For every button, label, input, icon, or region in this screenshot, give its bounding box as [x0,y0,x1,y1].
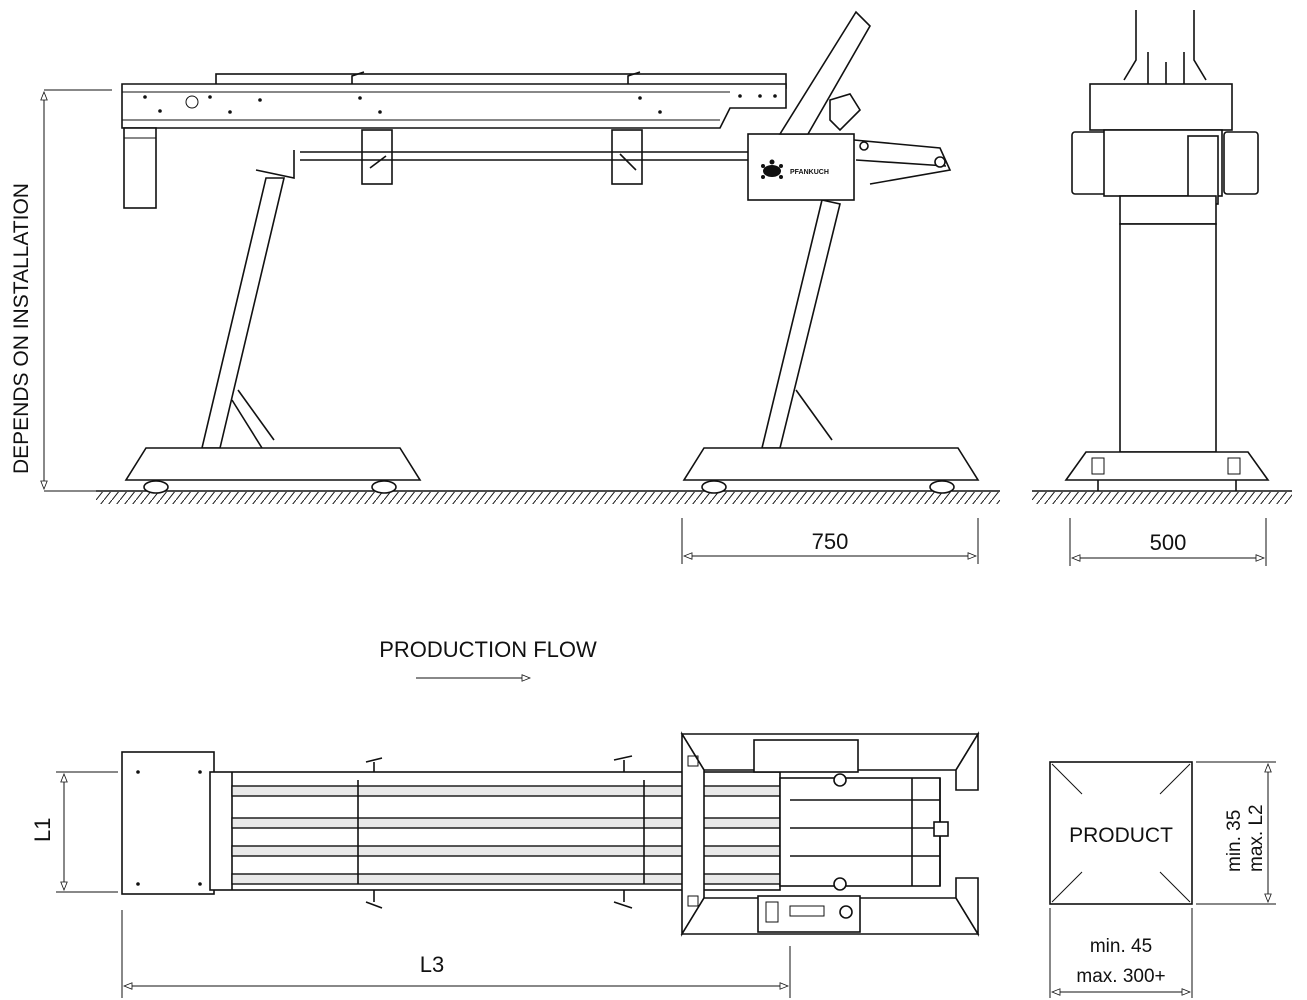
l3-label: L3 [420,952,444,977]
base-width-label: 500 [1150,530,1187,555]
base-depth-dimension: 750 [681,518,979,564]
top-view [121,731,980,937]
product-max-width-label: max. 300+ [1076,966,1165,987]
side-view: PFANKUCH [96,10,1000,504]
height-dimension: DEPENDS ON INSTALLATION [10,89,112,492]
base-width-dimension: 500 [1069,518,1267,566]
pfankuch-logo [761,159,783,179]
production-flow: PRODUCTION FLOW [379,637,597,678]
product-min-height-label: min. 35 [1224,810,1245,872]
front-view [1032,10,1292,504]
base-depth-label: 750 [812,529,849,554]
l3-dimension: L3 [121,910,791,998]
product-diagram: PRODUCT min. 35 max. L2 min. 45 max. 300… [1049,761,1276,998]
height-note-label: DEPENDS ON INSTALLATION [10,183,33,474]
production-flow-label: PRODUCTION FLOW [379,637,597,662]
brand-label: PFANKUCH [790,169,829,176]
product-min-width-label: min. 45 [1090,936,1152,957]
l1-dimension: L1 [30,771,118,893]
product-label: PRODUCT [1069,824,1173,847]
product-max-height-label: max. L2 [1246,804,1267,872]
l1-label: L1 [30,818,55,842]
